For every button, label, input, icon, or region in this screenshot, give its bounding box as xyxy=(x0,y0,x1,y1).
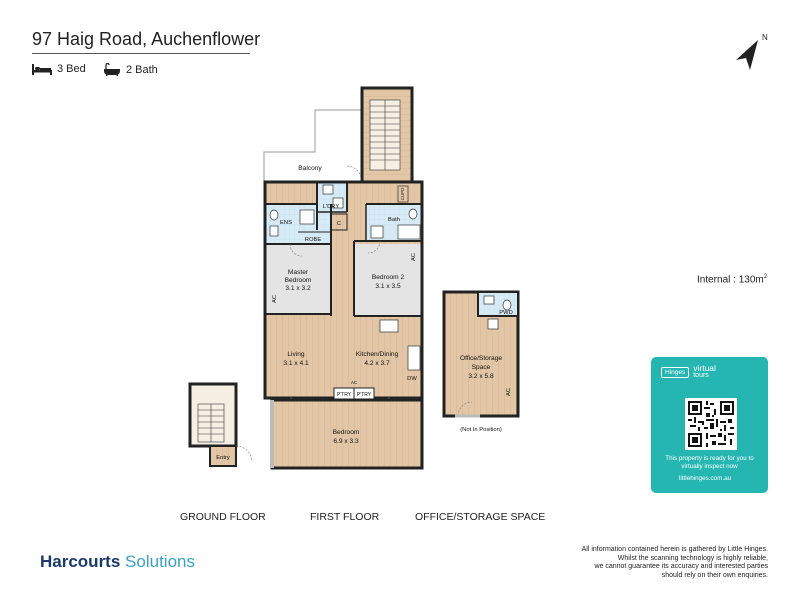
internal-area-label: Internal : xyxy=(697,274,736,286)
disclaimer-line-4: should rely on their own enquiries. xyxy=(661,572,768,580)
ground-stairs xyxy=(197,403,225,443)
label-master-1: Master xyxy=(288,269,309,276)
virtual-tour-logo-box: Hinges xyxy=(661,366,690,378)
label-dw: DW xyxy=(407,376,417,382)
qr-code-icon xyxy=(686,399,736,449)
bed-count: 3 Bed xyxy=(32,63,86,75)
label-entry: Entry xyxy=(216,455,230,461)
label-laundry: L'DRY xyxy=(323,204,340,210)
virtual-tour-logo: Hinges virtual tours xyxy=(661,363,716,379)
internal-area-unit: 2 xyxy=(763,274,768,280)
label-master-dim: 3.1 x 3.2 xyxy=(285,285,311,292)
office-door-swing xyxy=(457,401,473,417)
bedroom-2-area xyxy=(354,244,422,316)
virtual-tour-card[interactable]: Hinges virtual tours xyxy=(651,357,768,493)
disclaimer-line-3: we cannot guarantee its accuracy and int… xyxy=(594,563,768,571)
label-not-in-position: (Not In Position) xyxy=(460,427,502,433)
label-living-dim: 3.1 x 4.1 xyxy=(283,360,309,367)
virtual-tour-logo-small: tours xyxy=(693,372,709,379)
label-kitchen-dim: 4.2 x 3.7 xyxy=(364,360,390,367)
bath-icon xyxy=(104,63,120,76)
disclaimer-line-2: Whilst the scanning technology is highly… xyxy=(617,554,768,562)
label-pwd: PWD xyxy=(499,310,513,316)
label-pantry-1: P'TRY xyxy=(337,392,352,398)
brand-bold: Harcourts xyxy=(40,552,121,571)
ground-stair-well xyxy=(188,382,238,448)
label-gf-bedroom: Bedroom xyxy=(333,429,360,436)
property-address: 97 Haig Road, Auchenflower xyxy=(32,29,261,49)
bed-icon xyxy=(32,63,52,75)
internal-area-value: 130m xyxy=(738,274,764,286)
virtual-tour-logo-big: virtual xyxy=(693,363,716,373)
label-bed2-ac: AC xyxy=(411,253,417,261)
label-cupd: CUPD xyxy=(400,187,405,201)
label-office-dim: 3.2 x 5.8 xyxy=(468,373,494,380)
compass-arrow-icon xyxy=(736,40,758,70)
label-office-ac: AC xyxy=(506,388,512,396)
virtual-tour-message: This property is ready for you to virtua… xyxy=(665,455,754,470)
label-ensuite: ENS xyxy=(280,220,292,226)
label-bath: Bath xyxy=(388,217,400,223)
floor-label-office: OFFICE/STORAGE SPACE xyxy=(415,511,546,523)
label-gf-bedroom-dim: 6.9 x 3.3 xyxy=(333,438,359,445)
bath-label: 2 Bath xyxy=(126,63,158,76)
label-bedroom-2: Bedroom 2 xyxy=(372,274,405,281)
label-kitchen-ac: AC xyxy=(351,380,358,385)
master-bedroom-area xyxy=(265,244,331,314)
brand-logo: Harcourts Solutions xyxy=(40,552,195,572)
label-robe: ROBE xyxy=(305,237,322,243)
office-fixtures xyxy=(483,295,512,330)
entry-area xyxy=(209,445,237,467)
compass: N xyxy=(736,33,768,70)
brand-light: Solutions xyxy=(125,552,195,571)
floor-label-first: FIRST FLOOR xyxy=(310,511,380,523)
label-kitchen: Kitchen/Dining xyxy=(356,351,399,358)
bath-count: 2 Bath xyxy=(103,63,158,76)
label-office-1: Office/Storage xyxy=(460,355,502,362)
entry-door-swing xyxy=(235,445,253,463)
label-master-2: Bedroom xyxy=(285,277,312,284)
north-label: N xyxy=(762,33,768,42)
virtual-tour-logo-text: virtual tours xyxy=(693,363,716,379)
upper-stairs xyxy=(369,99,401,171)
disclaimer: All information contained herein is gath… xyxy=(528,546,768,581)
label-living: Living xyxy=(287,351,305,358)
floor-label-ground: GROUND FLOOR xyxy=(180,511,266,523)
fixtures xyxy=(269,184,421,371)
internal-area: Internal : 130m2 xyxy=(697,274,767,285)
balcony-railing xyxy=(263,109,364,196)
label-office-2: Space xyxy=(472,364,491,371)
bed-label: 3 Bed xyxy=(57,63,86,75)
label-pantry-2: P'TRY xyxy=(357,392,372,398)
label-balcony: Balcony xyxy=(298,165,322,172)
label-linen: C xyxy=(337,221,341,227)
label-master-ac: AC xyxy=(272,295,278,303)
qr-code[interactable] xyxy=(685,398,737,450)
label-bedroom-2-dim: 3.1 x 3.5 xyxy=(375,283,401,290)
title-rule xyxy=(32,53,250,54)
virtual-tour-site-link[interactable]: littlehinges.com.au xyxy=(679,475,732,482)
ground-bedroom-area xyxy=(270,398,424,470)
disclaimer-line-1: All information contained herein is gath… xyxy=(581,546,768,553)
